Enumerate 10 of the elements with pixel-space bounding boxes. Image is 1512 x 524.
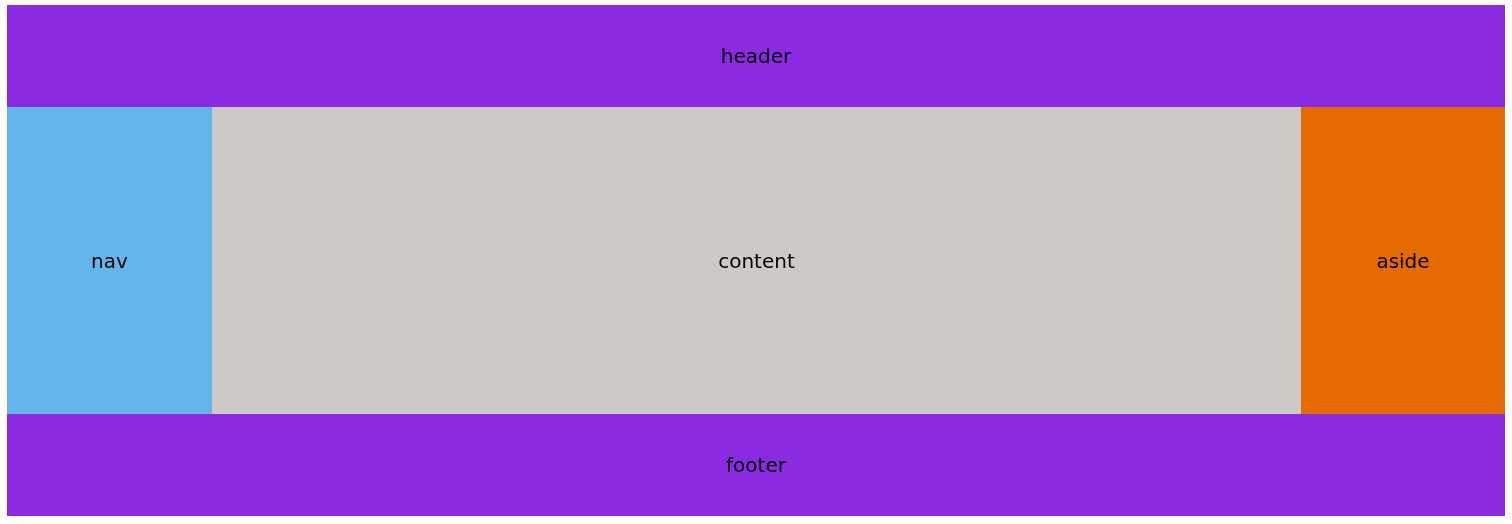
header-band: [7, 5, 1505, 107]
section-label: aside: [1376, 248, 1430, 273]
nav-column: [7, 107, 212, 414]
section-label: footer: [726, 453, 786, 477]
section-label: nav: [91, 248, 128, 273]
content-panel: [212, 107, 1301, 414]
aside-column: [1301, 107, 1505, 414]
section-label: header: [720, 44, 792, 68]
footer-band: [7, 414, 1505, 516]
section-label: content: [718, 248, 795, 273]
